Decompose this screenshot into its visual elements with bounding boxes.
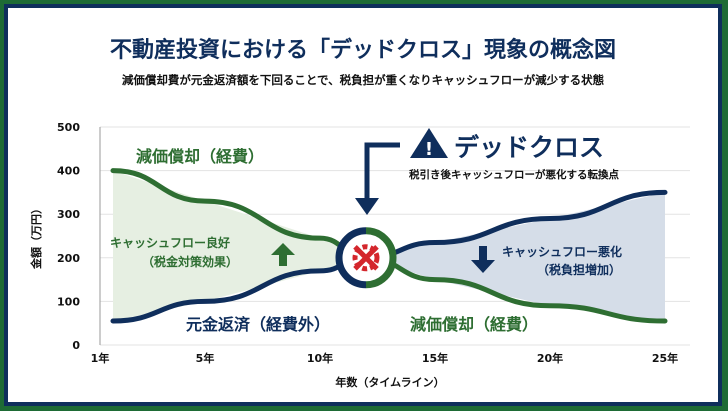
gear-icon <box>352 244 380 272</box>
arrow-up-icon <box>271 243 295 266</box>
arrow-down-icon <box>471 246 495 273</box>
x-tick-label: 5年 <box>196 351 215 365</box>
crossover-ring-right <box>365 227 397 289</box>
dead-cross-description: 税引き後キャッシュフローが悪化する転換点 <box>409 168 619 181</box>
bad-cashflow-label: キャッシュフロー悪化 <box>502 244 622 259</box>
good-cashflow-area <box>113 170 366 322</box>
depreciation-label-right: 減価償却（経費） <box>410 315 538 334</box>
x-tick-label: 20年 <box>537 351 563 365</box>
pointer-arrow-line <box>364 142 400 200</box>
y-tick-label: 0 <box>72 339 80 352</box>
warning-icon <box>410 128 448 158</box>
x-tick-label: 15年 <box>422 351 448 365</box>
y-tick-label: 300 <box>57 208 80 221</box>
pointer-arrowhead-icon <box>355 198 379 215</box>
dead-cross-label: デッドクロス <box>454 133 604 162</box>
bad-cashflow-area <box>366 192 665 322</box>
x-tick-label: 10年 <box>307 351 333 365</box>
good-cashflow-label: キャッシュフロー良好 <box>110 235 230 250</box>
bad-cashflow-sub: （税負担増加） <box>537 262 621 277</box>
crossover-ring-left <box>335 227 367 289</box>
warning-mark: ! <box>425 139 433 160</box>
cross-icon <box>353 245 379 271</box>
good-cashflow-sub: （税金対策効果） <box>142 254 238 269</box>
x-tick-label: 25年 <box>652 351 678 365</box>
principal-label: 元金返済（経費外） <box>186 315 330 334</box>
y-tick-label: 500 <box>57 121 80 134</box>
x-tick-label: 1年 <box>91 351 110 365</box>
y-axis-label: 金額（万円） <box>29 203 43 270</box>
subtitle: 減価償却費が元金返済額を下回ることで、税負担が重くなりキャッシュフローが減少する… <box>121 73 605 87</box>
page-title: 不動産投資における「デッドクロス」現象の概念図 <box>109 38 616 63</box>
y-tick-label: 200 <box>57 252 80 265</box>
y-tick-label: 100 <box>57 295 80 308</box>
x-axis-label: 年数（タイムライン） <box>335 375 444 389</box>
y-tick-label: 400 <box>57 165 80 178</box>
depreciation-label-left: 減価償却（経費） <box>136 147 264 166</box>
